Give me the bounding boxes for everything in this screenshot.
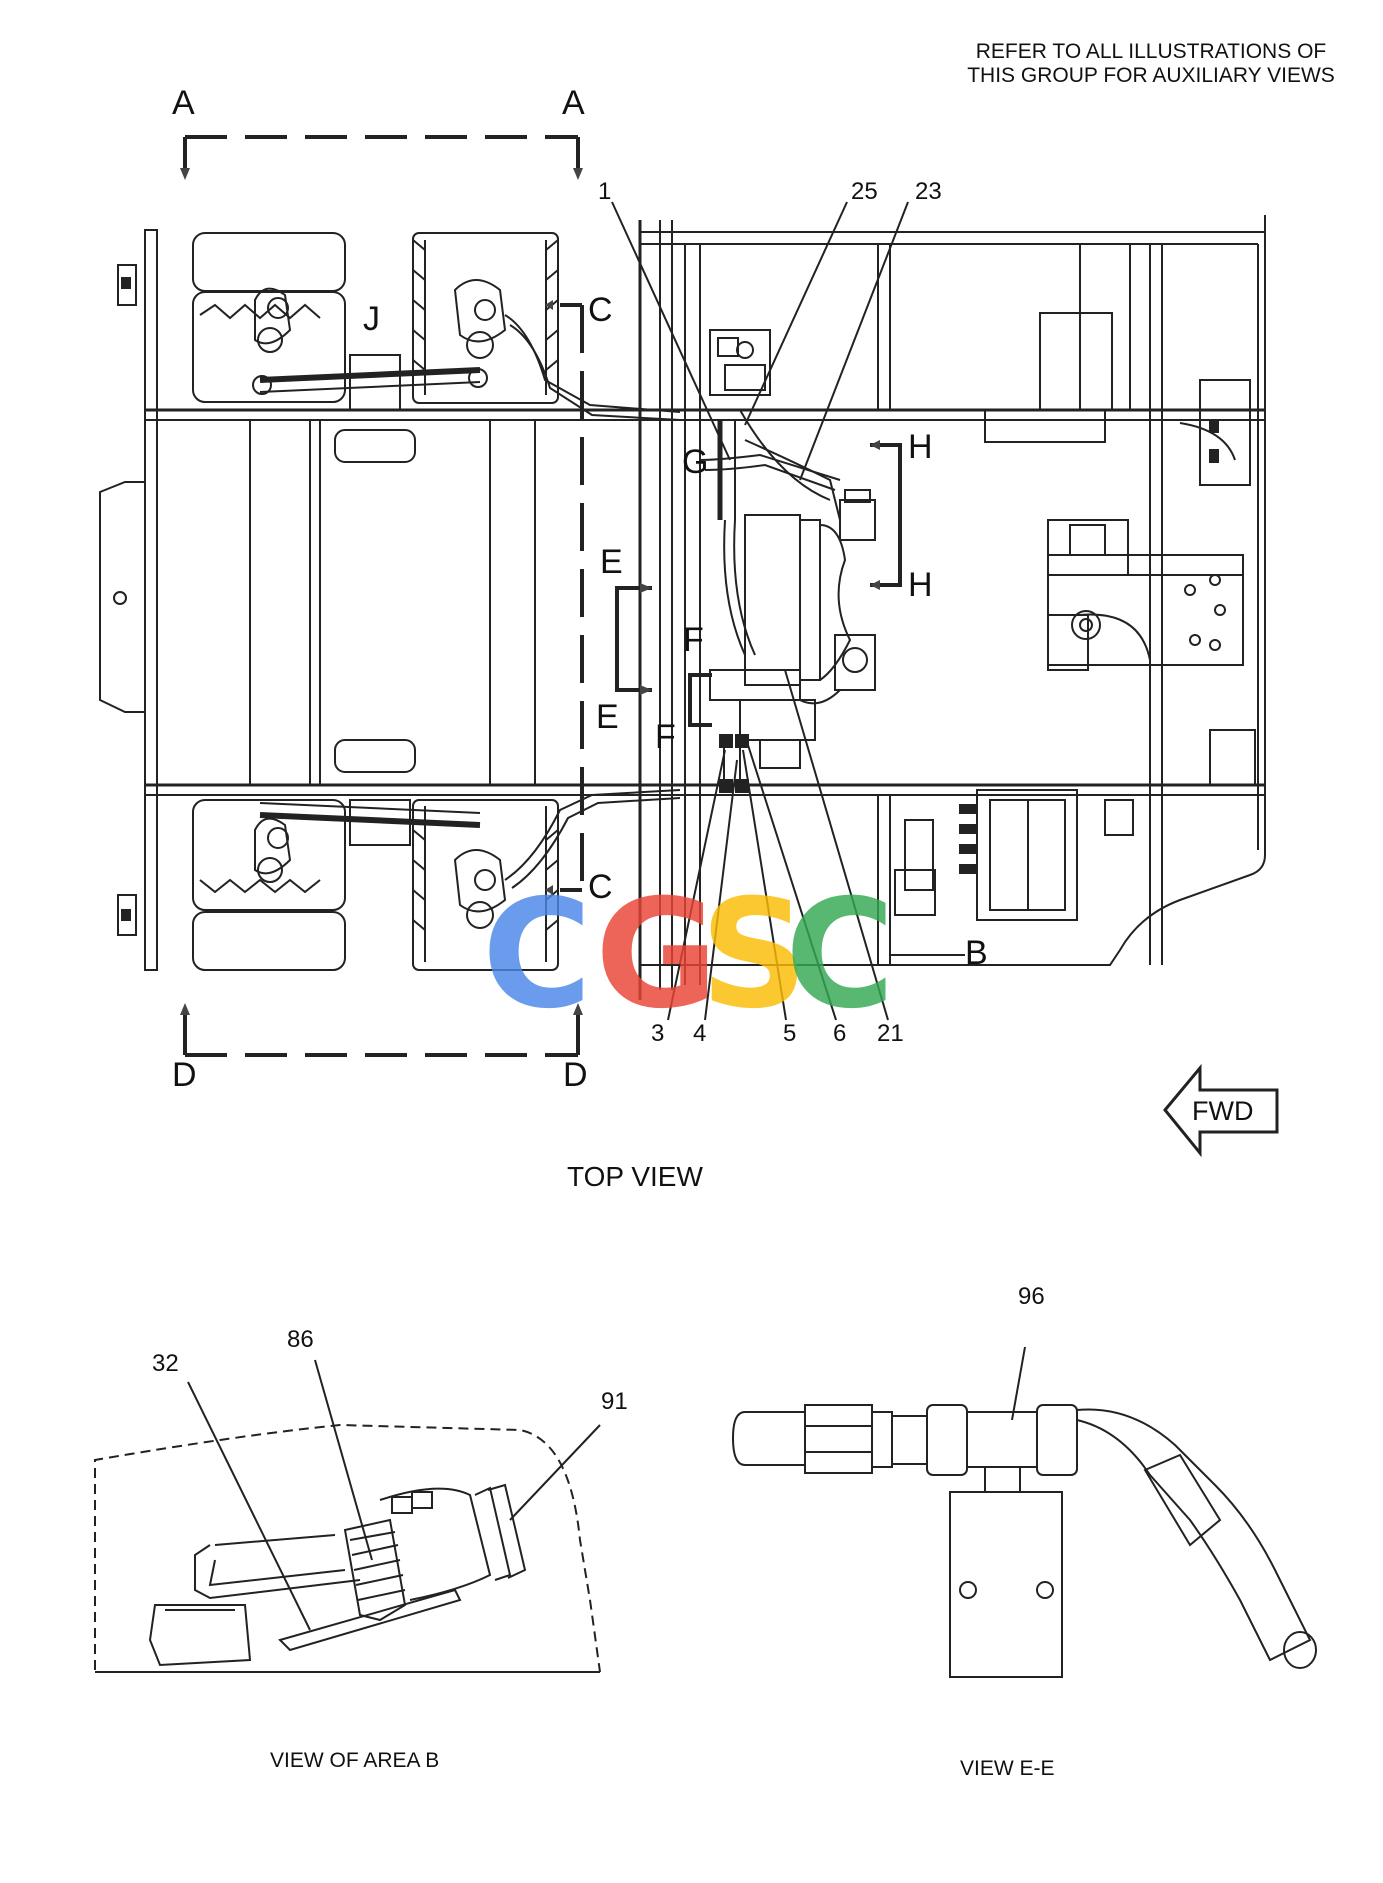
section-letter-f-top: F xyxy=(683,621,704,659)
wheel-front-left xyxy=(412,232,559,404)
section-letter-g: G xyxy=(682,443,709,481)
fwd-label: FWD xyxy=(1192,1096,1254,1126)
callout-96: 96 xyxy=(1018,1283,1045,1310)
section-letter-a-left: A xyxy=(172,84,195,122)
section-line-a-a xyxy=(183,135,580,172)
caption-view-e-e: VIEW E-E xyxy=(960,1757,1055,1780)
callout-23: 23 xyxy=(915,178,942,205)
section-letter-c-top: C xyxy=(588,291,613,329)
fwd-arrow xyxy=(1163,1063,1279,1158)
section-letter-e-bottom: E xyxy=(596,698,619,736)
callout-6: 6 xyxy=(833,1020,847,1047)
section-line-c-c xyxy=(560,303,584,892)
callout-3: 3 xyxy=(651,1020,665,1047)
section-letter-a-right: A xyxy=(562,84,585,122)
caption-top-view: TOP VIEW xyxy=(567,1161,703,1192)
section-line-d-d xyxy=(183,1015,580,1057)
section-letter-h-top: H xyxy=(908,428,933,466)
callout-5: 5 xyxy=(783,1020,797,1047)
section-letter-d-right: D xyxy=(563,1056,588,1094)
wheel-rear-right xyxy=(192,799,346,971)
view-area-b-drawing xyxy=(94,1359,601,1673)
watermark-letter-3: S xyxy=(700,868,809,1042)
section-letter-e-top: E xyxy=(600,543,623,581)
note-line-1: REFER TO ALL ILLUSTRATIONS OF xyxy=(975,40,1327,63)
top-view-drawing xyxy=(99,135,1279,1158)
section-letter-h-bottom: H xyxy=(908,566,933,604)
watermark-letter-1: C xyxy=(482,868,593,1042)
callout-1: 1 xyxy=(598,178,612,205)
callout-86: 86 xyxy=(287,1326,314,1353)
section-letter-b: B xyxy=(965,934,988,972)
callout-21: 21 xyxy=(877,1020,904,1047)
wheel-front-right xyxy=(412,799,559,971)
callout-4: 4 xyxy=(693,1020,707,1047)
section-letter-f-bottom: F xyxy=(655,718,676,756)
caption-view-area-b: VIEW OF AREA B xyxy=(270,1749,440,1772)
callout-25: 25 xyxy=(851,178,878,205)
callout-leaders xyxy=(611,201,909,1021)
wheel-rear-left xyxy=(192,232,346,403)
section-letter-j: J xyxy=(363,300,380,338)
callout-32: 32 xyxy=(152,1350,179,1377)
view-e-e-drawing xyxy=(731,1346,1317,1678)
callout-91: 91 xyxy=(601,1388,628,1415)
watermark-letter-2: G xyxy=(595,868,719,1042)
section-letter-c-bottom: C xyxy=(588,868,613,906)
note-line-2: THIS GROUP FOR AUXILIARY VIEWS xyxy=(967,64,1335,87)
watermark-letter-4: C xyxy=(785,868,896,1042)
section-letter-d-left: D xyxy=(172,1056,197,1094)
